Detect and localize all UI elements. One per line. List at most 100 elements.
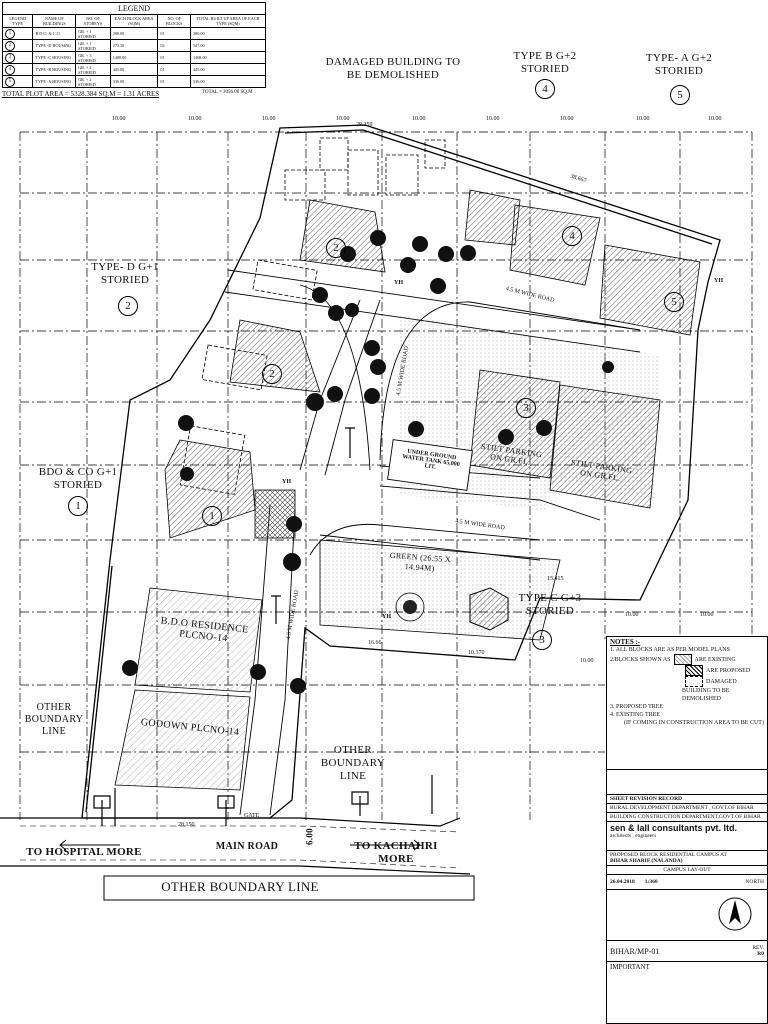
note-3: 3. PROPOSED TREE (610, 704, 664, 710)
type-d-label: TYPE- D G+1 STORIED (91, 261, 159, 286)
note-4: 4. EXISTING TREE (610, 712, 661, 718)
legend-row: 4 TYPE -B HOUSING GR. + 2 STOREID 445.00… (1, 63, 266, 76)
drawing-scale: 1:360 (644, 879, 658, 885)
department-name: BUILDING CONSTRUCTION DEPARTMENT,GOVT.OF… (607, 813, 767, 822)
yh-label: YH (382, 614, 391, 620)
block-number: 4 (562, 226, 582, 246)
legend-number: 2 (5, 40, 15, 51)
legend-number: 1 (5, 28, 15, 39)
revision-label: REV. (752, 945, 764, 951)
main-road-band (0, 817, 471, 875)
grid-dimension: 10.00 (580, 658, 594, 664)
boundary-label-left: OTHER BOUNDARY LINE (24, 702, 84, 737)
grid-dimension: 10.00 (560, 116, 574, 122)
godown-block (114, 689, 251, 791)
legend-cell: 280.00 (190, 27, 266, 40)
plot-area-label: TOTAL PLOT AREA = (2, 90, 71, 98)
block-number: 3 (516, 398, 536, 418)
yh-label: YH (282, 479, 291, 485)
dimension-label: 29.259 (356, 122, 373, 128)
legend-number: 4 (5, 64, 15, 75)
legend-cell: GR. + 2 STOREID (75, 75, 111, 88)
legend-row: 5 TYPE -A HOUSING GR. + 2 STOREID 336.00… (1, 75, 266, 88)
grid-dimension: 10.00 (412, 116, 426, 122)
legend-number: 3 (5, 52, 15, 63)
grid-dimension: 10.00 (636, 116, 650, 122)
bdo-co-label: BDO & CO G+1 STORIED (38, 466, 118, 491)
plot-area-value: 5328.384 SQ.M = 1.31 ACRES (70, 90, 160, 98)
grid-dimension: 10.00 (262, 116, 276, 122)
note-proposed: ARE PROPOSED (610, 665, 764, 676)
type-b-number: 4 (535, 79, 555, 99)
drawing-date: 26.04.2018 (610, 879, 635, 885)
revision-grid (607, 770, 767, 795)
revision-value: R0 (757, 951, 764, 957)
legend-row: 3 TYPE -C HOUSING GR. + 3 STOREID 1408.0… (1, 51, 266, 64)
water-tank (387, 439, 473, 491)
legend-number: 5 (5, 76, 15, 87)
grid-dimension: 10.00 (188, 116, 202, 122)
street-lights (93, 427, 433, 826)
damaged-building-label: DAMAGED BUILDING TO BE DEMOLISHED (325, 56, 461, 81)
block-number: 1 (202, 506, 222, 526)
company-subtitle: architects , engineers (610, 833, 657, 839)
north-label: NORTH (745, 879, 764, 885)
legend-header: NO. OF STOREYS (75, 14, 111, 28)
project-location: BIHAR SHARIF (NALANDA) (610, 858, 683, 864)
block-number: 2 (326, 238, 346, 258)
bdo-number: 1 (68, 496, 88, 516)
revision-record: SHEET REVISION RECORD (607, 795, 767, 804)
gate-label: GATE (244, 813, 260, 819)
proposed-swatch (685, 665, 703, 676)
yh-label: YH (394, 280, 403, 286)
type-a-number: 5 (670, 85, 690, 105)
grid-dimension: 10.00 (625, 612, 639, 618)
grid-dimension: 10.00 (112, 116, 126, 122)
yh-label: YH (714, 278, 723, 284)
legend-cell: 336.00 (190, 75, 266, 88)
dimension-label: 10.370 (468, 650, 485, 656)
proposed-blocks (164, 189, 701, 539)
to-hospital-label: TO HOSPITAL MORE (26, 846, 142, 858)
legend-grid: LEGEND TYPE NAME OF BUILDINGS NO. OF STO… (1, 14, 266, 88)
main-road-label: MAIN ROAD (215, 841, 279, 852)
grid-dimension: 10.00 (486, 116, 500, 122)
to-kachahri-label: TO KACHAHRI MORE (354, 840, 438, 865)
boundary-label-mid: OTHER BOUNDARY LINE (320, 744, 386, 782)
title-block: NOTES :- 1. ALL BLOCKS ARE AS PER MODEL … (606, 636, 768, 1024)
legend-cell: 336.00 (109, 75, 159, 88)
important-label: IMPORTANT (610, 963, 650, 971)
legend-table: LEGEND LEGEND TYPE NAME OF BUILDINGS NO.… (1, 2, 266, 100)
type-b-label: TYPE B G+2 STORIED (513, 50, 577, 75)
road-width-label: 6.00 (304, 828, 315, 845)
block-number: 5 (664, 292, 684, 312)
total-area: TOTAL = 3056.00 SQ.M (202, 90, 253, 95)
legend-header: NAME OF BUILDINGS (32, 14, 77, 28)
north-arrow-icon (718, 897, 752, 931)
company-name: sen & lall consultants pvt. ltd. (610, 823, 738, 833)
sheet-title: CAMPUS LAY-OUT (607, 866, 767, 875)
legend-title: LEGEND (2, 2, 266, 14)
grid-dimension: 10.00 (700, 612, 714, 618)
project-title: PROPOSED BLOCK RESIDENTIAL CAMPUS AT (610, 852, 727, 858)
signature-grid (607, 890, 767, 941)
type-c-number: 3 (532, 630, 552, 650)
note-4b: (IF COMING IN CONSTRUCTION AREA TO BE CU… (624, 720, 764, 726)
damaged-swatch (685, 676, 703, 687)
block-number: 2 (262, 364, 282, 384)
type-c-label: TYPE C G+3 STORIED (518, 592, 582, 617)
boundary-label-bottom: OTHER BOUNDARY LINE (161, 879, 319, 894)
plot-area-line: TOTAL PLOT AREA = 5328.384 SQ.M = 1.31 A… (2, 90, 266, 100)
legend-cell: TYPE -A HOUSING (32, 75, 77, 88)
grid-dimension: 10.00 (336, 116, 350, 122)
note-1: 1. ALL BLOCKS ARE AS PER MODEL PLANS (610, 647, 730, 653)
bottom-boundary-box (103, 875, 475, 901)
existing-swatch (673, 654, 692, 665)
site-boundary (81, 124, 721, 819)
notes-heading: NOTES :- (610, 638, 641, 646)
type-d-number: 2 (118, 296, 138, 316)
grid-dimension: 10.00 (708, 116, 722, 122)
existing-trees (122, 230, 614, 694)
note-damaged: DAMAGED BUILDING TO BE DEMOLISHED (610, 676, 764, 703)
